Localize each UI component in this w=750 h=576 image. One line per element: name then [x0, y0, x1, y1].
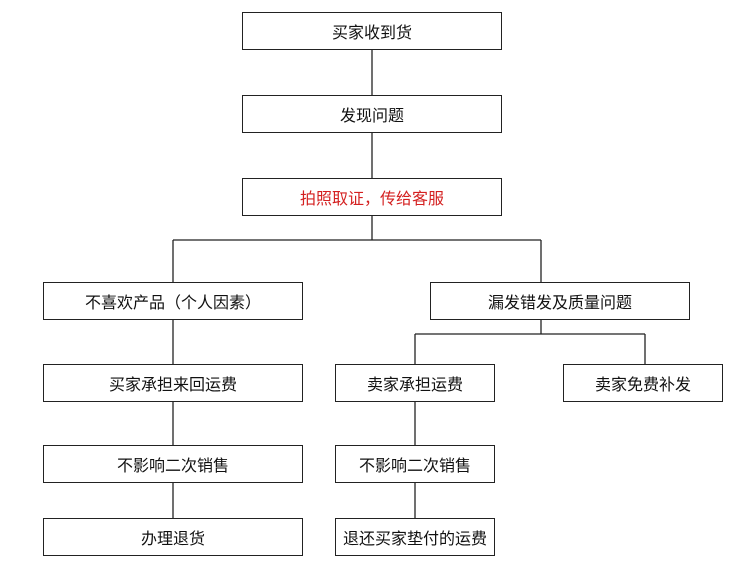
node-photo-evidence: 拍照取证，传给客服 — [242, 178, 502, 216]
node-process-return: 办理退货 — [43, 518, 303, 556]
node-buyer-pays-return-shipping: 买家承担来回运费 — [43, 364, 303, 402]
node-seller-free-reissue: 卖家免费补发 — [563, 364, 723, 402]
node-dislike-product: 不喜欢产品（个人因素） — [43, 282, 303, 320]
node-seller-pays-shipping: 卖家承担运费 — [335, 364, 495, 402]
node-no-effect-resale-left: 不影响二次销售 — [43, 445, 303, 483]
node-buyer-received-goods: 买家收到货 — [242, 12, 502, 50]
node-found-problem: 发现问题 — [242, 95, 502, 133]
node-missing-or-quality-issue: 漏发错发及质量问题 — [430, 282, 690, 320]
node-refund-shipping: 退还买家垫付的运费 — [335, 518, 495, 556]
node-no-effect-resale-mid: 不影响二次销售 — [335, 445, 495, 483]
